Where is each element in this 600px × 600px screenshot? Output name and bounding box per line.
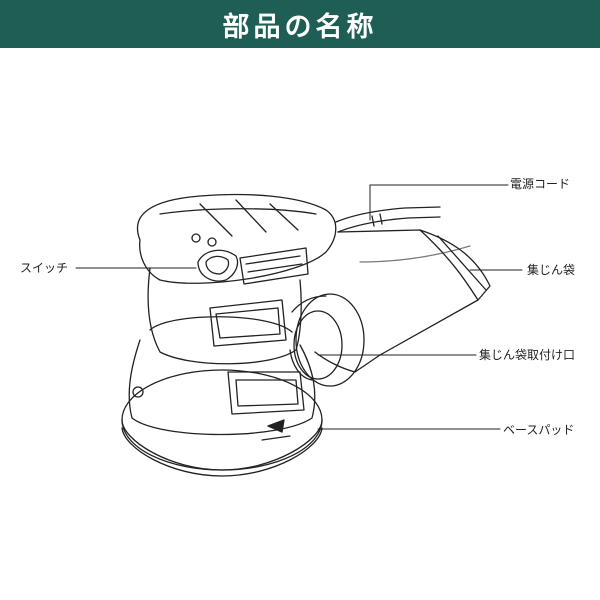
- lower-housing: [128, 316, 316, 436]
- page-title: 部品の名称: [222, 11, 378, 43]
- label-switch: スイッチ: [20, 261, 69, 275]
- power-cord: [335, 206, 441, 233]
- label-dust-bag: 集じん袋: [527, 263, 576, 277]
- dust-port: [289, 293, 365, 387]
- label-base-pad: ベースパッド: [503, 423, 575, 437]
- label-dust-port: 集じん袋取付け口: [479, 348, 576, 362]
- dust-bag: [314, 229, 491, 373]
- diagram-area: [0, 48, 600, 600]
- label-power-cord: 電源コード: [510, 177, 571, 191]
- title-banner: 部品の名称: [0, 0, 600, 48]
- callout-lines: [75, 184, 523, 430]
- motor-body: [147, 267, 302, 365]
- switch-button: [197, 247, 309, 285]
- top-grip: [136, 193, 337, 284]
